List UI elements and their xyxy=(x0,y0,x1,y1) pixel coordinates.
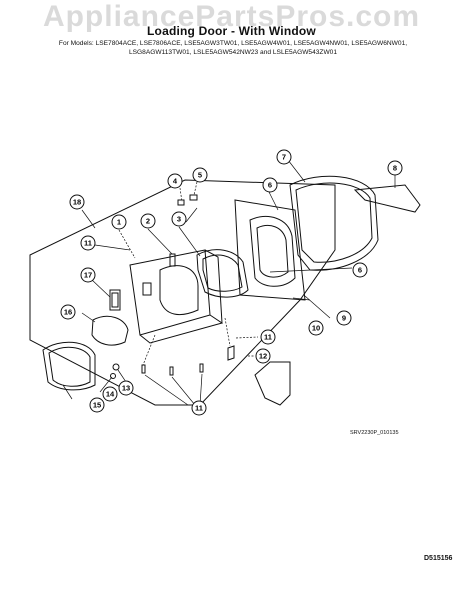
svg-text:10: 10 xyxy=(312,324,320,333)
model-list-line-1: For Models: LSE7804ACE, LSE7806ACE, LSE5… xyxy=(58,40,408,47)
svg-text:14: 14 xyxy=(106,390,115,399)
callout-3: 3 xyxy=(171,211,187,227)
callout-6-lower: 6 xyxy=(352,262,368,278)
svg-text:12: 12 xyxy=(259,352,267,361)
callout-8: 8 xyxy=(387,160,403,176)
callout-10: 10 xyxy=(308,320,324,336)
svg-text:3: 3 xyxy=(177,215,181,224)
window-glass xyxy=(91,315,129,346)
svg-text:2: 2 xyxy=(146,217,150,226)
window-ring xyxy=(42,341,96,391)
page-title: Loading Door - With Window xyxy=(147,24,316,38)
door-handle xyxy=(109,289,121,311)
callout-4: 4 xyxy=(167,173,183,189)
document-code: D515156 xyxy=(424,555,453,562)
callout-11-bottom: 11 xyxy=(191,400,207,416)
watermark: AppliancePartsPros.com xyxy=(42,0,421,33)
svg-text:7: 7 xyxy=(282,153,286,162)
callout-12: 12 xyxy=(255,348,271,364)
callout-7: 7 xyxy=(276,149,292,165)
callout-1: 1 xyxy=(111,214,127,230)
svg-text:16: 16 xyxy=(64,308,72,317)
window-gasket xyxy=(196,249,249,298)
hinge-bracket xyxy=(254,361,291,406)
callout-11-left: 11 xyxy=(80,235,96,251)
leader-lines xyxy=(62,159,396,406)
svg-text:17: 17 xyxy=(84,271,92,280)
diagram-code: SRV2230P_010135 xyxy=(350,430,399,436)
latch-bracket xyxy=(353,184,421,213)
svg-text:1: 1 xyxy=(117,218,121,227)
callout-17: 17 xyxy=(80,267,96,283)
callout-2: 2 xyxy=(140,213,156,229)
svg-text:8: 8 xyxy=(393,164,397,173)
svg-text:11: 11 xyxy=(84,239,92,248)
callout-11-right: 11 xyxy=(260,329,276,345)
svg-text:5: 5 xyxy=(198,171,202,180)
svg-text:11: 11 xyxy=(195,404,203,413)
screws xyxy=(110,194,235,379)
door-seal xyxy=(289,175,379,271)
callout-9: 9 xyxy=(336,310,352,326)
callout-16: 16 xyxy=(60,304,76,320)
svg-text:15: 15 xyxy=(93,401,101,410)
svg-text:4: 4 xyxy=(173,177,178,186)
callout-5: 5 xyxy=(192,167,208,183)
callout-13: 13 xyxy=(118,380,134,396)
svg-text:9: 9 xyxy=(342,314,346,323)
callout-6-upper: 6 xyxy=(262,177,278,193)
callout-18: 18 xyxy=(69,194,85,210)
inner-door-panel xyxy=(234,199,306,301)
svg-text:18: 18 xyxy=(73,198,81,207)
callout-14: 14 xyxy=(102,386,118,402)
svg-text:6: 6 xyxy=(268,181,272,190)
callout-15: 15 xyxy=(89,397,105,413)
model-list: For Models: LSE7804ACE, LSE7806ACE, LSE5… xyxy=(28,40,438,57)
svg-text:13: 13 xyxy=(122,384,130,393)
outer-door-panel xyxy=(129,249,223,344)
model-list-line-2: LSG8AGW113TW01, LSLE5AGW542NW23 and LSLE… xyxy=(128,48,338,56)
svg-text:6: 6 xyxy=(358,266,362,275)
svg-text:11: 11 xyxy=(264,333,272,342)
